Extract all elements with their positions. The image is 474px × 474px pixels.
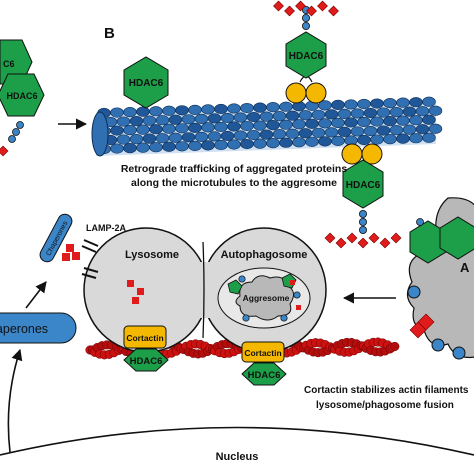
hdac6-left-mid xyxy=(0,73,45,117)
svg-text:C6: C6 xyxy=(3,59,15,69)
arrow-chaperones-to-lysosome xyxy=(25,281,47,309)
fusion-neck xyxy=(196,262,214,318)
lamp2a-receptors xyxy=(81,239,99,279)
hdac6-upper-cargo-label: HDAC6 xyxy=(289,51,324,62)
panel-label: B xyxy=(104,25,115,42)
caption-cortactin-line2: lysosome/phagosome fusion xyxy=(316,400,454,411)
aggresome-right: A xyxy=(406,197,474,360)
lysosome-aggregates xyxy=(127,280,144,304)
hdac6-autophagosome xyxy=(241,362,287,386)
hdac6-lysosome-label: HDAC6 xyxy=(130,356,163,367)
hdac6-lower-cargo-label: HDAC6 xyxy=(346,180,381,191)
nucleus-label: Nucleus xyxy=(216,451,259,463)
ubiquitin-chain-lower xyxy=(358,209,367,234)
hdac6-microtubule-left-label: HDAC6 xyxy=(129,78,164,89)
hdac6-autophagosome-label: HDAC6 xyxy=(248,370,281,381)
microtubule xyxy=(91,96,443,157)
svg-text:A: A xyxy=(460,260,470,275)
lamp2a-label: LAMP-2A xyxy=(86,223,126,233)
cortactin-lysosome xyxy=(123,325,167,349)
hdac6-lower-cargo xyxy=(342,159,384,209)
chaperones-oval xyxy=(0,312,77,344)
caption-cortactin-line1: Cortactin stabilizes actin filaments xyxy=(304,385,469,396)
aggregate-lower xyxy=(324,232,402,249)
lysosome-label: Lysosome xyxy=(125,249,179,261)
dynein-upper xyxy=(285,75,327,104)
left-panel-fragment: C6 HDAC6 xyxy=(0,39,45,157)
hdac6-left-top xyxy=(0,39,33,85)
chaperones-oval-label: Chaperones xyxy=(0,322,48,336)
autophagosome-label: Autophagosome xyxy=(221,249,308,261)
autophagosome-inner-proteins xyxy=(227,273,301,322)
cortactin-autophagosome-label: Cortactin xyxy=(244,348,281,358)
hdac6-upper-cargo xyxy=(285,31,327,79)
caption-trafficking-line2: along the microtubules to the aggresome xyxy=(131,177,337,189)
aggregate-upper xyxy=(273,0,339,17)
svg-text:HDAC6: HDAC6 xyxy=(6,91,37,101)
cortactin-lysosome-label: Cortactin xyxy=(126,333,163,343)
aggresome-label: Aggresome xyxy=(243,293,290,303)
caption-trafficking-line1: Retrograde trafficking of aggregated pro… xyxy=(121,163,348,175)
aggresome-cloud xyxy=(235,275,294,321)
nucleus-membrane xyxy=(0,426,474,456)
hdac6-microtubule-left xyxy=(123,56,169,109)
arrow-nucleus-to-chaperones xyxy=(7,348,23,453)
hdac6-lysosome xyxy=(123,348,169,372)
chaperone-client-protein xyxy=(62,244,80,261)
dynein-lower xyxy=(341,143,383,172)
cortactin-autophagosome xyxy=(241,341,285,363)
